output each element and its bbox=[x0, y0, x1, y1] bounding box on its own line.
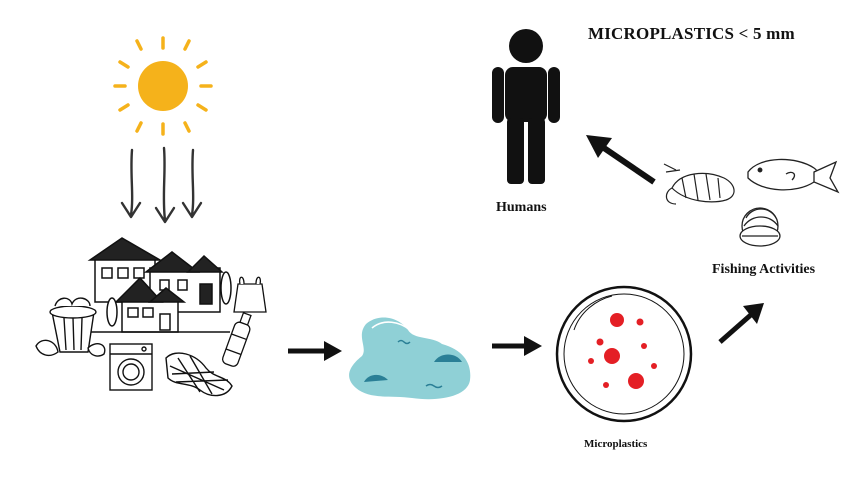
microplastics-label: Microplastics bbox=[584, 438, 648, 450]
page-title: MICROPLASTICS < 5 mm bbox=[588, 24, 795, 43]
sun-icon bbox=[113, 36, 213, 136]
house-icon bbox=[87, 237, 232, 333]
water-body-icon bbox=[349, 317, 471, 400]
flow-arrow bbox=[586, 135, 656, 185]
trash-bin-icon bbox=[35, 297, 106, 357]
flow-arrow bbox=[492, 336, 542, 356]
microplastic-particles bbox=[588, 313, 657, 389]
petri-dish-icon bbox=[555, 285, 693, 423]
flow-arrow bbox=[718, 303, 764, 344]
fishing-net-icon bbox=[165, 352, 233, 397]
human-icon bbox=[492, 29, 560, 184]
washing-machine-icon bbox=[109, 343, 153, 391]
plastic-bag-icon bbox=[233, 276, 267, 313]
clam-icon bbox=[739, 207, 781, 247]
shrimp-icon bbox=[663, 163, 735, 205]
flow-arrow bbox=[288, 341, 342, 361]
humans-label: Humans bbox=[496, 200, 547, 215]
fish-icon bbox=[747, 158, 840, 194]
fishing-activities-label: Fishing Activities bbox=[712, 262, 816, 277]
sunlight-arrows bbox=[120, 146, 203, 224]
plastic-bottle-icon bbox=[221, 311, 252, 367]
